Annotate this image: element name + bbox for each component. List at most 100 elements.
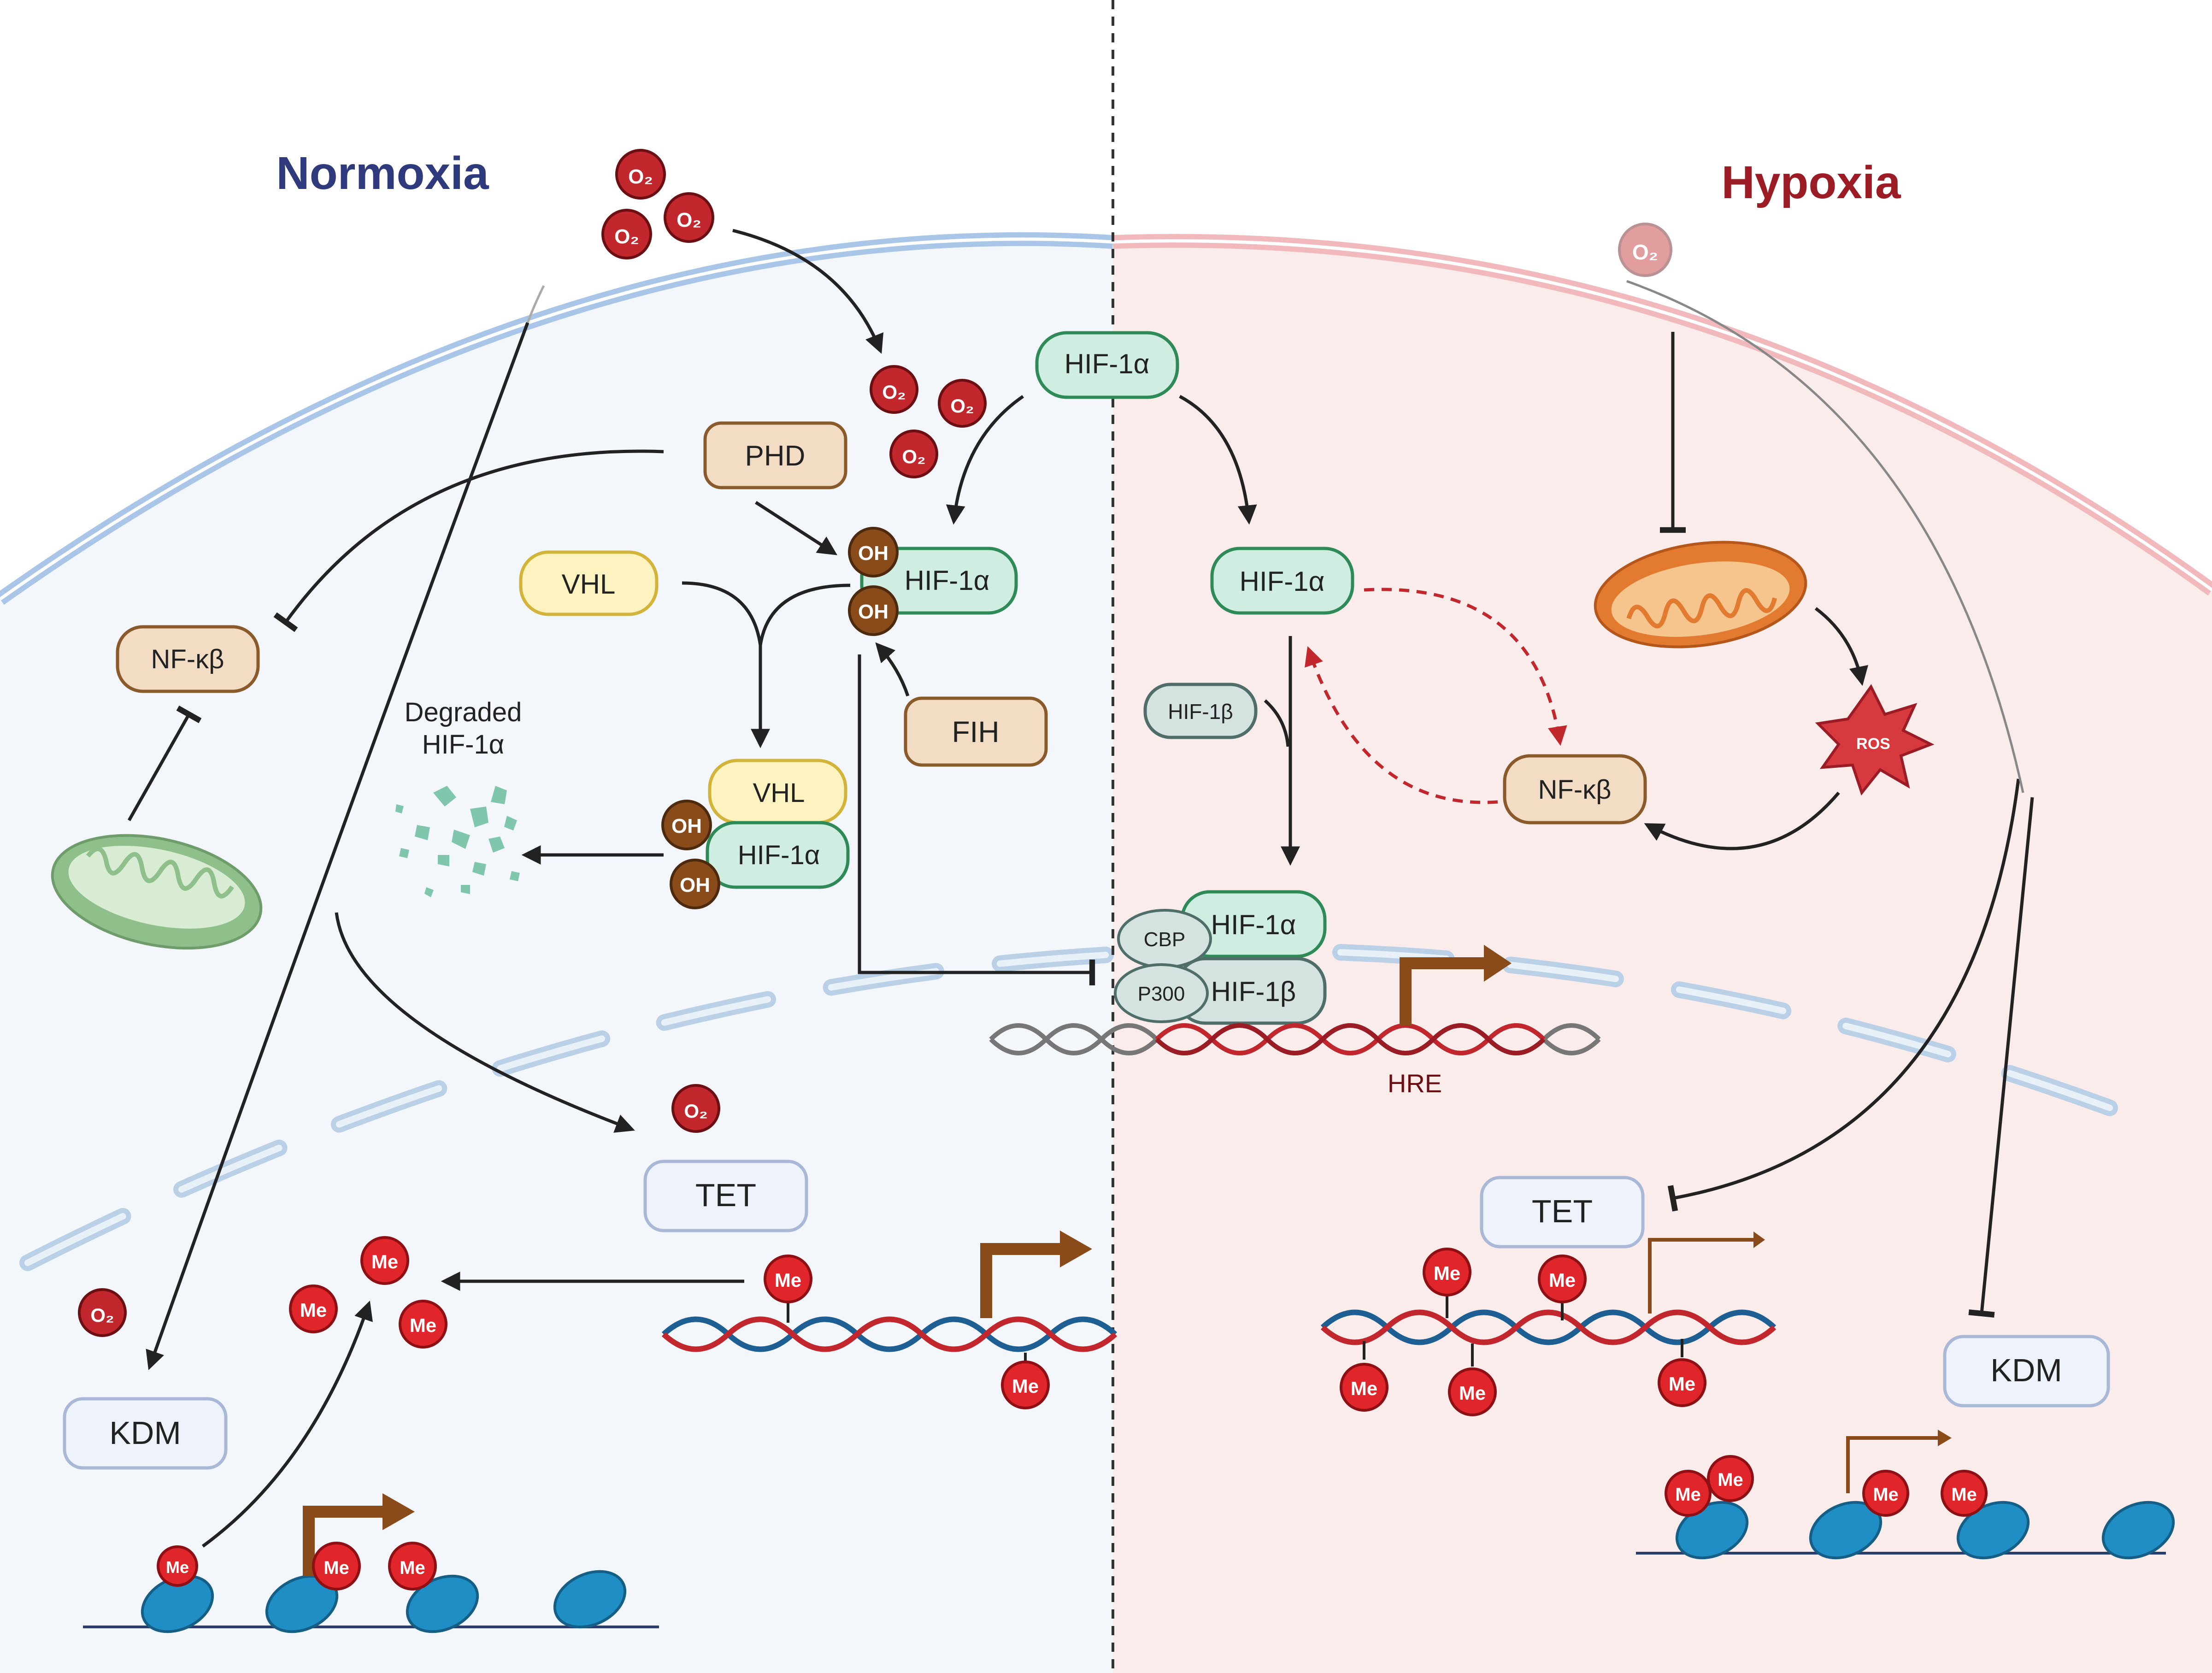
methyl-group: Me xyxy=(764,1255,812,1303)
hydroxyl-group: OH xyxy=(670,859,720,909)
oxygen-molecule: O₂ xyxy=(615,149,666,200)
methyl-group: Me xyxy=(388,1542,437,1591)
svg-text:HIF-1α: HIF-1α xyxy=(1211,909,1296,940)
hydroxyl-group: OH xyxy=(848,527,899,577)
connectors xyxy=(127,229,2034,1548)
oxygen-molecule: O₂ xyxy=(938,379,987,428)
methyl-group: Me xyxy=(157,1545,198,1587)
svg-text:NF-κβ: NF-κβ xyxy=(1538,775,1612,805)
methyl-group: Me xyxy=(1538,1255,1587,1303)
tet-box-normoxia: TET xyxy=(643,1160,808,1232)
svg-text:Me: Me xyxy=(300,1299,327,1321)
oxygen-group-inside: O₂ O₂ O₂ O₂ O₂ xyxy=(78,365,987,1337)
degraded-label-line2: HIF-1α xyxy=(422,730,505,760)
svg-text:Me: Me xyxy=(1351,1378,1377,1399)
svg-text:HIF-1α: HIF-1α xyxy=(1240,566,1325,597)
dna-helix-normoxia xyxy=(661,1231,1118,1367)
svg-text:HIF-1α: HIF-1α xyxy=(738,840,820,870)
svg-text:Me: Me xyxy=(1434,1262,1460,1284)
methyl-groups: Me Me Me Me Me Me Me Me Me Me Me Me Me M… xyxy=(157,1236,1988,1591)
svg-text:Me: Me xyxy=(371,1251,398,1272)
svg-text:OH: OH xyxy=(680,874,710,896)
svg-text:Me: Me xyxy=(1718,1470,1743,1490)
mitochondrion-normoxia xyxy=(51,834,263,950)
svg-text:ROS: ROS xyxy=(1856,735,1890,753)
hif1a-top: HIF-1α xyxy=(1035,331,1179,399)
methyl-group: Me xyxy=(1862,1470,1909,1517)
tet-box-hypoxia: TET xyxy=(1480,1176,1645,1249)
fih-box: FIH xyxy=(904,696,1048,767)
methyl-group: Me xyxy=(360,1236,409,1285)
methyl-group: Me xyxy=(1658,1358,1706,1407)
methyl-group: Me xyxy=(1707,1455,1754,1502)
methyl-group: Me xyxy=(312,1542,361,1591)
svg-text:OH: OH xyxy=(671,815,702,837)
methyl-group: Me xyxy=(1340,1363,1388,1412)
oxygen-faded-hypoxia: O₂ xyxy=(1618,223,1672,277)
svg-text:HIF-1α: HIF-1α xyxy=(905,565,990,596)
svg-text:Me: Me xyxy=(1951,1484,1977,1505)
svg-text:Me: Me xyxy=(1012,1375,1039,1397)
mitochondrion-hypoxia xyxy=(1594,541,1807,648)
svg-text:O₂: O₂ xyxy=(882,381,906,403)
hydroxyl-group: OH xyxy=(848,585,899,636)
svg-text:OH: OH xyxy=(858,601,888,623)
svg-text:O₂: O₂ xyxy=(628,165,653,188)
svg-text:O₂: O₂ xyxy=(950,395,974,417)
oxygen-molecule: O₂ xyxy=(664,192,714,243)
svg-text:Me: Me xyxy=(1459,1382,1486,1404)
vhl-hif-complex: VHL HIF-1α OH OH xyxy=(661,759,850,909)
svg-text:PHD: PHD xyxy=(745,440,806,472)
svg-text:P300: P300 xyxy=(1138,983,1185,1005)
svg-text:O₂: O₂ xyxy=(1632,240,1658,264)
nucleosome xyxy=(553,1570,627,1629)
promoter-arrow xyxy=(1400,957,1488,1025)
methyl-group: Me xyxy=(399,1300,447,1349)
svg-text:TET: TET xyxy=(695,1177,756,1213)
chromatin-normoxia xyxy=(83,1493,659,1633)
svg-text:Me: Me xyxy=(1675,1484,1701,1505)
transcription-complex: HIF-1α HIF-1β CBP P300 xyxy=(1114,890,1327,1025)
svg-text:NF-κβ: NF-κβ xyxy=(151,644,224,674)
svg-text:VHL: VHL xyxy=(562,569,616,600)
nfkb-box-normoxia: NF-κβ xyxy=(116,625,260,693)
svg-text:O₂: O₂ xyxy=(902,446,925,467)
kdm-box-normoxia: KDM xyxy=(63,1397,228,1470)
hypoxia-heading: Hypoxia xyxy=(1721,157,1901,208)
degraded-label-line1: Degraded xyxy=(405,697,522,727)
hydroxyl-group: OH xyxy=(661,800,712,850)
phd-box: PHD xyxy=(703,421,847,489)
ros-burst: ROS xyxy=(1815,684,1935,796)
methyl-group: Me xyxy=(1001,1361,1050,1409)
svg-text:KDM: KDM xyxy=(109,1415,181,1451)
oxygen-group-outside: O₂ O₂ O₂ xyxy=(601,149,714,259)
svg-text:Me: Me xyxy=(400,1558,425,1578)
methyl-group: Me xyxy=(1941,1470,1988,1517)
svg-text:FIH: FIH xyxy=(952,715,999,748)
kdm-box-hypoxia: KDM xyxy=(1943,1335,2110,1408)
svg-text:KDM: KDM xyxy=(1990,1352,2062,1388)
methyl-group: Me xyxy=(289,1284,338,1333)
nuclear-membrane-inner xyxy=(24,947,2169,1266)
svg-text:O₂: O₂ xyxy=(677,209,701,231)
hre-dna xyxy=(989,945,1601,1055)
svg-text:Me: Me xyxy=(775,1269,801,1291)
p300-protein xyxy=(1114,963,1209,1023)
methyl-group: Me xyxy=(1448,1367,1497,1416)
oxygen-molecule: O₂ xyxy=(671,1084,720,1133)
svg-text:O₂: O₂ xyxy=(90,1304,114,1326)
normoxia-heading: Normoxia xyxy=(276,147,489,199)
svg-text:O₂: O₂ xyxy=(614,225,639,248)
oxygen-molecule: O₂ xyxy=(870,365,918,414)
hif1a-hypoxia: HIF-1α xyxy=(1210,547,1354,615)
svg-text:Me: Me xyxy=(1873,1484,1899,1505)
svg-text:Me: Me xyxy=(1549,1269,1576,1291)
chromatin-hypoxia xyxy=(1636,1430,2175,1560)
cell-membrane xyxy=(0,232,2212,605)
svg-text:Me: Me xyxy=(410,1314,436,1336)
oxygen-molecule: O₂ xyxy=(78,1288,127,1337)
svg-text:O₂: O₂ xyxy=(684,1100,707,1122)
hre-label: HRE xyxy=(1388,1069,1442,1098)
hif1a-hydroxylated: HIF-1α OH OH xyxy=(848,527,1018,636)
nucleosome xyxy=(2101,1501,2175,1560)
